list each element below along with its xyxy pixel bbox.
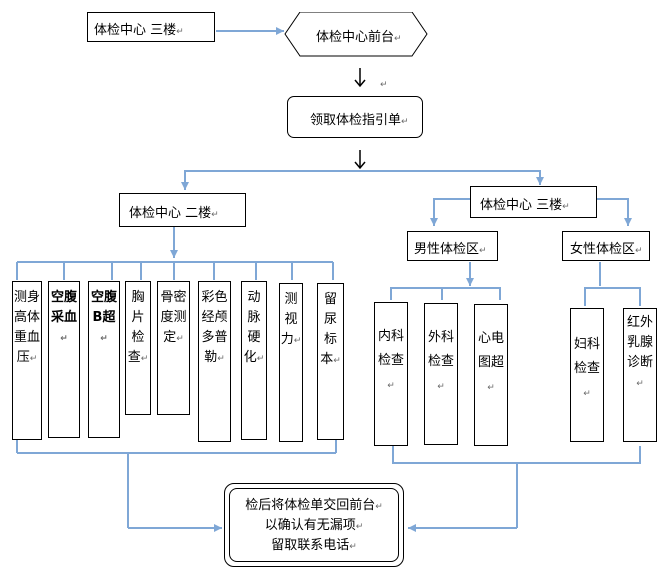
floor2-item-doppler: 彩色经颅多普勒↵ [198, 281, 231, 442]
female-item-gynecology: 妇科检查↵ [570, 308, 604, 442]
floor2-item-height-weight: 测身高体重血压↵ [12, 281, 42, 440]
male-item-ecg: 心电图超↵ [474, 304, 508, 446]
floor2-item-arteriosclerosis: 动脉硬化↵ [241, 281, 267, 440]
final-line-3: 留取联系电话↵ [271, 538, 357, 553]
floor2-item-chest-xray: 胸片检查↵ [125, 281, 151, 415]
male-area-label: 男性体检区↵ [414, 242, 487, 257]
male-area-box: 男性体检区↵ [407, 231, 498, 261]
floor2-item-blood-draw: 空腹采血↵ [48, 281, 80, 438]
title-box-label: 体检中心 三楼↵ [94, 23, 184, 38]
floor2-item-b-ultrasound: 空腹B超↵ [88, 281, 120, 438]
final-line-2: 以确认有无漏项↵ [264, 518, 364, 533]
third-floor-label: 体检中心 三楼↵ [480, 198, 570, 213]
female-area-box: 女性体检区↵ [562, 231, 650, 261]
guide-box: 领取体检指引单↵ [287, 96, 423, 138]
floor2-item-vision: 测视力↵ [279, 283, 303, 442]
third-floor-box: 体检中心 三楼↵ [470, 186, 597, 218]
title-box: 体检中心 三楼↵ [87, 12, 215, 42]
second-floor-box: 体检中心 二楼↵ [119, 193, 246, 227]
female-item-infrared-breast: 红外乳腺诊断↵ [623, 308, 657, 442]
connector-guide-split [181, 170, 360, 190]
female-area-label: 女性体检区↵ [570, 242, 643, 257]
second-floor-label: 体检中心 二楼↵ [129, 206, 219, 221]
return-mark: ↵ [380, 80, 388, 90]
male-item-internal: 内科检查↵ [374, 302, 408, 446]
floor2-item-urine: 留尿标本↵ [317, 283, 344, 440]
guide-box-label: 领取体检指引单↵ [310, 113, 409, 128]
connector-split-right [360, 170, 544, 185]
front-desk-hexagon [284, 12, 428, 57]
final-return-inner [229, 488, 399, 562]
final-return-box: 检后将体检单交回前台↵ 以确认有无漏项↵ 留取联系电话↵ [224, 483, 404, 567]
male-item-surgery: 外科检查↵ [424, 303, 458, 445]
final-line-1: 检后将体检单交回前台↵ [245, 498, 383, 513]
floor2-item-bone-density: 骨密度测定↵ [157, 281, 190, 415]
front-desk-label: 体检中心前台↵ [316, 30, 402, 45]
